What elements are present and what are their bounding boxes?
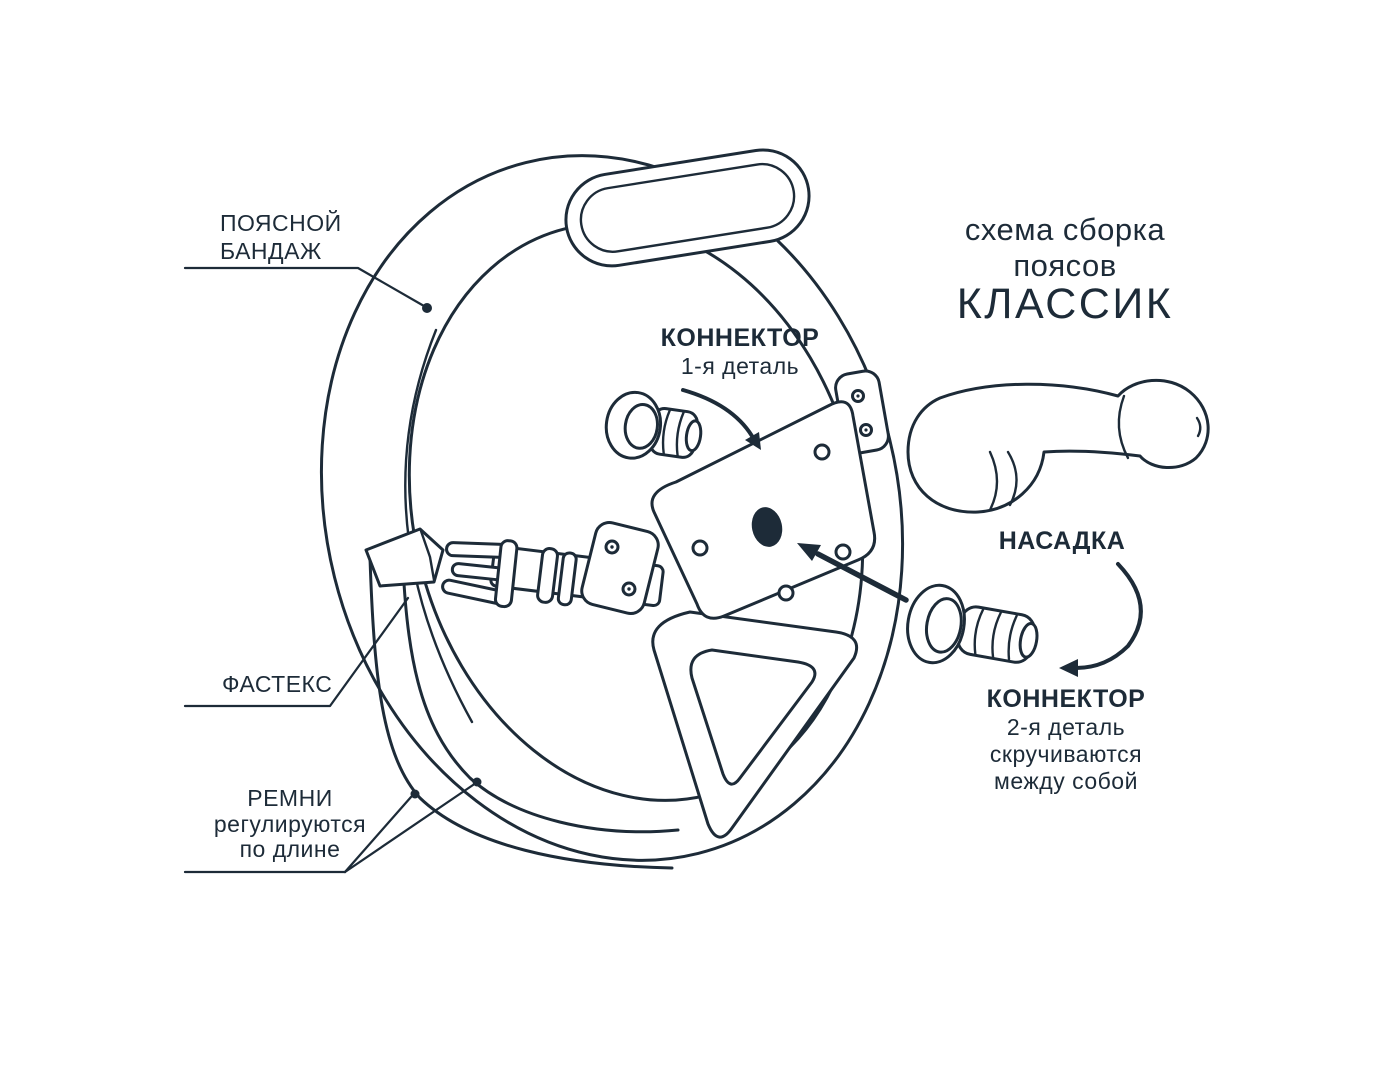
connector2-label-line1: 2-я деталь (1007, 714, 1125, 740)
waistband-leader-dot (422, 303, 432, 313)
connector1-tip (684, 419, 703, 453)
strap-pointed-end (364, 527, 445, 588)
plate-small-hole (834, 543, 852, 561)
center-plate (650, 400, 877, 620)
buckle-screw-dot (610, 545, 614, 549)
buckle-plate-outline (580, 520, 660, 616)
fastex-leader-line (183, 596, 410, 708)
connector-part-2 (906, 583, 1039, 665)
connector1-arrowhead (745, 432, 761, 450)
waistband-label-line2: БАНДАЖ (220, 238, 322, 264)
plate-main-hole (751, 507, 783, 547)
connector2-thread (1007, 614, 1018, 661)
strap-end-outline (364, 527, 445, 588)
strap-buckle-assembly (364, 520, 665, 616)
connector2-flange-inner (924, 597, 963, 654)
plate-small-hole (691, 539, 709, 557)
leg-strap-line-outer (368, 556, 674, 870)
slider-bar (536, 547, 559, 604)
connector2-thread (991, 610, 1003, 659)
waistband-label-line1: ПОЯСНОЙ (220, 209, 342, 236)
attachment-arrowhead (1059, 659, 1078, 677)
connector2-to-hole-arrow (815, 551, 909, 603)
connector2-label-title: КОННЕКТОР (987, 685, 1146, 713)
attachment-label: НАСАДКА (999, 527, 1126, 555)
connector2-label-line3: между собой (994, 768, 1138, 794)
tab-screw-dot (864, 428, 868, 432)
toy-silhouette (906, 378, 1210, 514)
attachment-arrow (1074, 562, 1143, 670)
connector1-flange-inner (623, 402, 659, 450)
padded-waistband (564, 148, 811, 268)
scheme-title-line3: КЛАССИК (957, 280, 1174, 328)
straps-leader-line (343, 795, 413, 874)
tab-screw-dot (856, 394, 860, 398)
fastex-label: ФАСТЕКС (222, 671, 332, 697)
fastex-buckle (441, 539, 519, 609)
straps-label-line3: по длине (240, 836, 341, 862)
straps-leader-line (343, 783, 475, 874)
toy-glans-ridge (1117, 394, 1130, 460)
pad-outline (564, 148, 811, 268)
straps-leader-dot (472, 777, 482, 787)
toy-tip-line (1195, 416, 1202, 438)
leg-strap-loop (651, 610, 859, 839)
annotations (183, 266, 1143, 874)
strap-slider (536, 547, 578, 607)
buckle-screw-dot (627, 587, 631, 591)
connector2-to-hole-arrowhead (797, 543, 821, 561)
connector2-label-line2: скручиваются (990, 741, 1142, 767)
strap-end-fold-line (419, 529, 436, 582)
connector2-tip (1018, 622, 1039, 659)
connector1-label-title: КОННЕКТОР (661, 324, 820, 352)
connector1-thread (675, 410, 685, 457)
attachment-toy (906, 378, 1210, 514)
harness-drawing (319, 148, 1210, 870)
plate-small-hole (813, 443, 831, 461)
loop-inner (689, 648, 817, 786)
connector1-label-detail: 1-я деталь (681, 353, 799, 379)
scheme-title-line2: поясов (1013, 248, 1116, 283)
waistband-leader-line (183, 266, 426, 308)
belt-stitch-line (404, 328, 474, 724)
plate-small-hole (777, 584, 795, 602)
connector-part-1 (604, 390, 703, 460)
straps-label-line1: РЕМНИ (247, 785, 332, 811)
toy-ball-divider (1006, 450, 1018, 507)
straps-leader-dot (410, 789, 420, 799)
connector1-thread (661, 408, 672, 455)
pad-inner-line (579, 162, 796, 253)
slider-bar (556, 551, 578, 607)
buckle-plate (580, 520, 660, 616)
straps-label-line2: регулируются (214, 811, 366, 837)
connector2-thread (973, 607, 985, 656)
fastex-bar (493, 539, 519, 609)
adjustable-leg-straps (368, 542, 680, 870)
text-labels: ПОЯСНОЙ БАНДАЖ КОННЕКТОР 1-я деталь схем… (214, 209, 1174, 862)
toy-ball-divider (988, 450, 999, 512)
leg-strap-line-inner (400, 542, 680, 834)
scheme-title-line1: схема сборка (965, 212, 1166, 247)
connector1-arrow (681, 388, 754, 438)
